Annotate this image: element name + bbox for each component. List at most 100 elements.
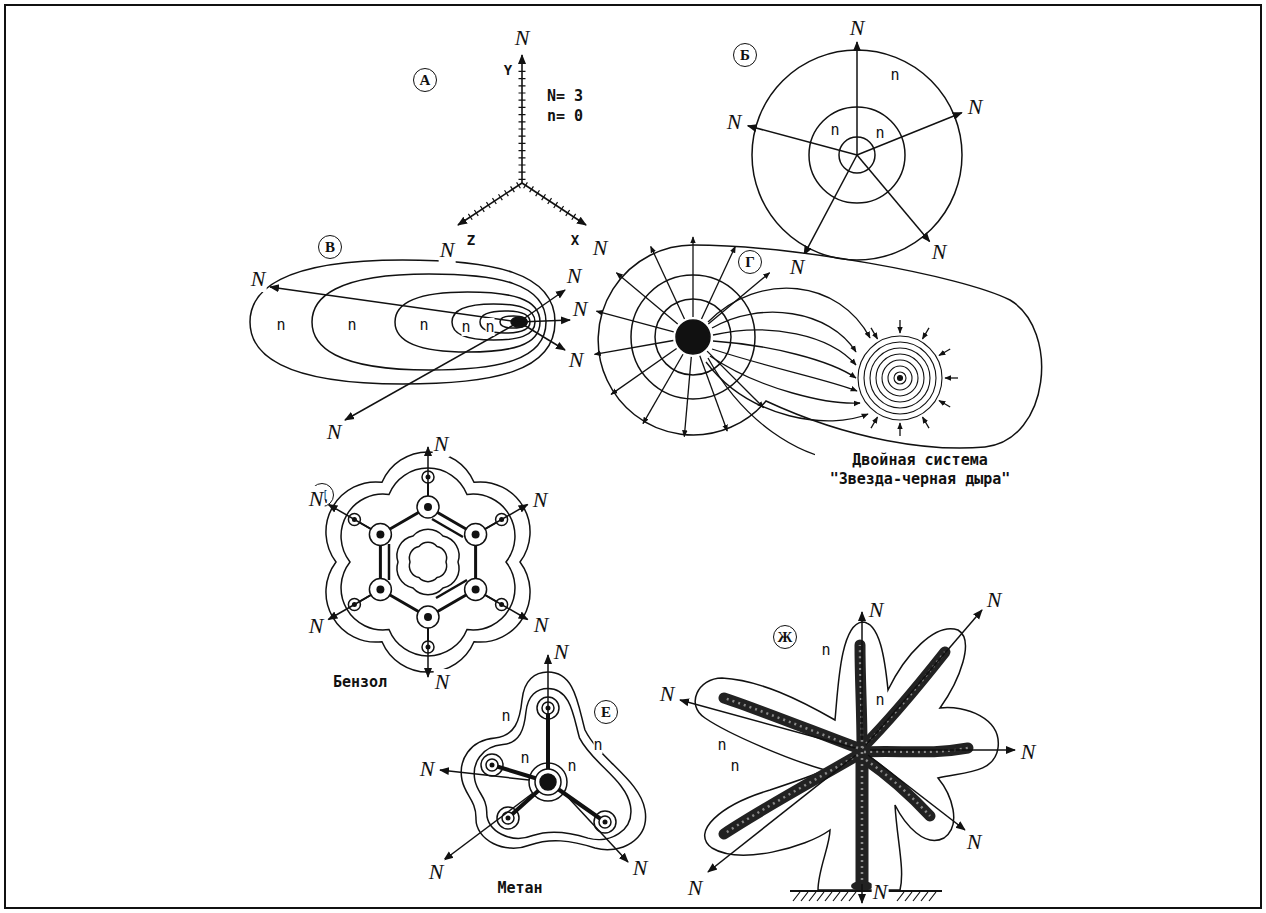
binary-system-part-part: [898, 376, 903, 381]
binary-system-part-part: [713, 341, 856, 378]
panel-letter: В: [318, 235, 342, 259]
level-symbol: n: [485, 318, 494, 336]
benzene-part-part: [427, 628, 429, 677]
comet-levels-part: [519, 320, 570, 322]
binary-system-part-part: [651, 246, 685, 319]
panel-letter: Г: [738, 250, 762, 274]
benzene: [326, 447, 530, 677]
hydra-part-part: [724, 755, 858, 834]
benzene-part-part: [472, 586, 480, 594]
sphere-levels: [748, 42, 962, 260]
benzene-part-part: [376, 586, 384, 594]
hydra-part-part: [856, 750, 869, 884]
axes-part: [458, 183, 522, 225]
binary-system-part-part: [939, 349, 950, 356]
hydra-part: [793, 892, 936, 901]
flux-symbol: N: [514, 25, 531, 51]
axes-part: [522, 183, 586, 225]
flux-symbol: N: [533, 612, 550, 638]
hydra-part-part: [861, 884, 863, 903]
level-symbol: n: [419, 316, 428, 334]
benzene-part-part: [424, 503, 432, 511]
binary-system-part-part: [708, 358, 838, 460]
methane-part-part: [506, 816, 511, 821]
comet-levels-part: [270, 287, 519, 322]
comet-levels-part: [519, 322, 565, 350]
level-symbol: n: [730, 757, 739, 775]
flux-symbol: N: [967, 94, 984, 120]
flux-symbol: N: [659, 681, 676, 707]
benzene-part: [388, 544, 391, 580]
methane-part: [481, 754, 503, 776]
binary-system-part-part: [684, 357, 691, 437]
methane-part: [535, 769, 561, 795]
hydra-part-part: [724, 698, 858, 748]
methane-part-part: [444, 793, 533, 860]
benzene-part-part: [485, 505, 528, 530]
benzene-part-part: [472, 531, 480, 539]
hydra-part-part: [861, 752, 864, 884]
sphere-levels-part: [748, 126, 857, 155]
level-symbol: n: [890, 66, 899, 84]
flux-symbol: N: [868, 597, 885, 623]
annotation: n= 0: [547, 107, 583, 125]
axis-letter: X: [571, 232, 579, 248]
flux-symbol: N: [566, 263, 583, 289]
binary-system-part: [598, 245, 1041, 448]
benzene-part-part: [328, 595, 371, 620]
hydra-part-part: [866, 760, 930, 816]
methane-part-part: [440, 770, 529, 780]
comet-levels-part: [345, 322, 519, 420]
axes-part: [519, 66, 526, 180]
methane-part-part: [599, 816, 611, 828]
sphere-levels-part: [804, 155, 857, 255]
flux-symbol: N: [553, 639, 570, 665]
panel-letter: Б: [733, 43, 757, 67]
level-symbol: n: [821, 641, 830, 659]
flux-symbol: N: [687, 875, 704, 901]
sphere-levels-part: [857, 113, 962, 155]
benzene-part: [352, 475, 504, 650]
level-symbol: n: [276, 316, 285, 334]
binary-system-part: [595, 237, 959, 460]
methane-part-part: [564, 793, 628, 862]
binary-system-part-part: [945, 377, 958, 378]
axes: [458, 55, 586, 225]
binary-system-part-part: [616, 273, 677, 324]
binary-system-part-part: [643, 354, 683, 423]
annotation: Метан: [497, 879, 542, 897]
level-symbol: n: [717, 736, 726, 754]
panel-letter: Ж: [773, 625, 797, 649]
benzene-part: [328, 447, 527, 677]
axes-part: [467, 185, 519, 219]
binary-system-part-part: [894, 372, 906, 384]
methane-part-part: [486, 759, 498, 771]
flux-symbol: N: [726, 109, 743, 135]
hydra-part: [680, 610, 1015, 903]
benzene-part-part: [427, 447, 429, 496]
caption-note: Двойная система "Звезда-черная дыра": [815, 451, 1025, 489]
annotation: Бензол: [333, 673, 387, 691]
level-symbol: n: [875, 691, 884, 709]
frame: [5, 5, 1261, 908]
benzene-part: [409, 542, 446, 581]
benzene-part: [380, 507, 475, 617]
flux-symbol: N: [532, 487, 549, 513]
binary-system-part-part: [702, 246, 736, 319]
comet-levels-part: [312, 274, 546, 370]
methane-part-part: [490, 763, 495, 768]
benzene-part-part: [328, 505, 371, 530]
benzene-part-part: [424, 613, 432, 621]
binary-system-part-part: [864, 342, 936, 414]
hydra: [680, 610, 1015, 903]
binary-system-part-part: [876, 354, 924, 402]
flux-symbol: N: [308, 613, 325, 639]
hydra-part-part: [866, 610, 982, 745]
benzene-part: [432, 519, 463, 537]
hydra-part-part: [680, 700, 855, 748]
flux-symbol: N: [849, 15, 866, 41]
flux-symbol: N: [250, 266, 267, 292]
hydra-part-part: [870, 749, 1015, 751]
